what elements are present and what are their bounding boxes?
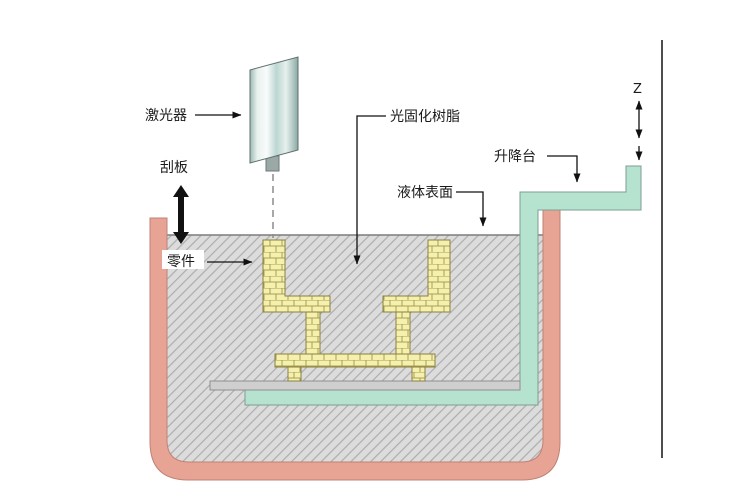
label-resin: 光固化树脂 [390, 109, 460, 125]
part-right-column [395, 311, 411, 355]
part-left-tower [262, 239, 331, 313]
part-left-column [305, 311, 321, 355]
label-liquid-surface: 液体表面 [397, 185, 453, 201]
label-lift-platform: 升降台 [494, 149, 536, 165]
label-part-background [162, 250, 204, 269]
liquid-surface-leader-arrow [456, 191, 487, 227]
part-right-leg [411, 366, 426, 382]
printed-part [262, 239, 451, 382]
scraper-arrow [173, 185, 189, 244]
resin-leader-arrow [353, 115, 386, 265]
build-plate [209, 380, 521, 391]
part-left-leg [287, 366, 302, 382]
label-scraper: 刮板 [160, 160, 188, 176]
label-part: 零件 [167, 254, 195, 270]
label-laser: 激光器 [145, 107, 187, 124]
resin-liquid [167, 235, 543, 462]
lift-leader-arrow [547, 155, 581, 183]
part-right-tower [382, 239, 451, 313]
laser-body [249, 56, 299, 164]
label-z-axis: Z [633, 82, 642, 97]
part-cross-bar [274, 353, 436, 368]
